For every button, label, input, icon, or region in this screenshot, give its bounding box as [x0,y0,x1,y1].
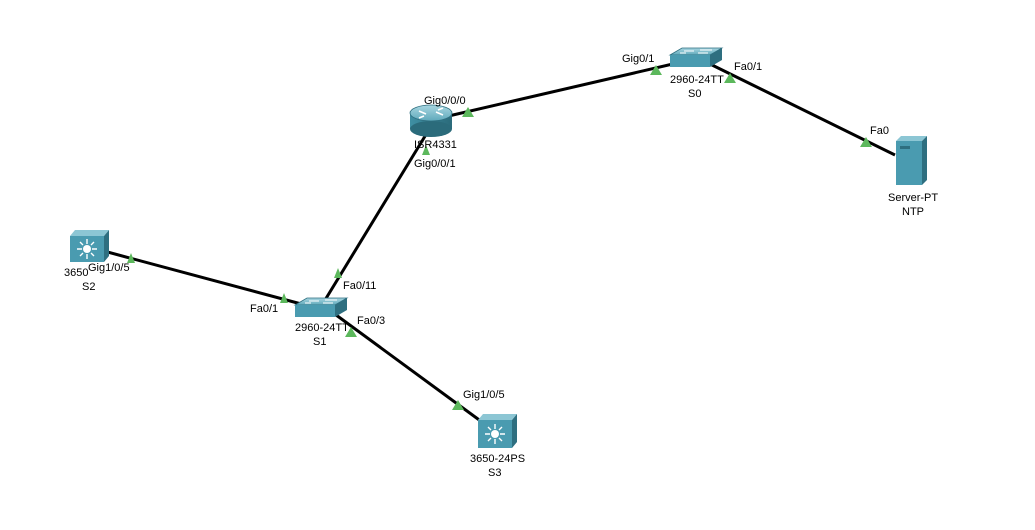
port-label-s2-gig105: Gig1/0/5 [88,262,130,274]
server-icon [896,136,927,185]
port-up-icon [452,400,464,410]
switch-s0-name-label: S0 [688,88,701,100]
s2-name-label: S2 [82,281,95,293]
port-label-s0-gig01: Gig0/1 [622,53,654,65]
port-up-icon [462,107,474,117]
switch-s1-name-label: S1 [313,336,326,348]
s3-model-label: 3650-24PS [470,453,525,465]
link-s0-server[interactable] [709,62,896,157]
port-up-icon [650,65,662,75]
port-label-s3-gig105: Gig1/0/5 [463,389,505,401]
link-router-s1[interactable] [320,127,432,306]
server-model-label: Server-PT [888,192,938,204]
port-label-server-fa0: Fa0 [870,125,889,137]
link-s2-s1[interactable] [99,248,306,307]
port-up-icon [127,253,135,263]
switch-s0-model-label: 2960-24TT [670,74,724,86]
multilayer-switch-icon [478,414,517,448]
port-labels: Gig0/0/0 Gig0/1 Fa0/1 Fa0 Gig0/0/1 Fa0/1… [88,53,889,401]
multilayer-switch-s3[interactable]: 3650-24PS S3 [470,414,525,479]
port-up-icon [334,268,342,278]
multilayer-switch-s2[interactable]: 3650 S2 [64,230,109,293]
port-up-icon [860,137,872,147]
port-label-s1-fa011: Fa0/11 [343,280,376,292]
port-up-icon [422,145,430,155]
router-model-label: ISR4331 [414,139,457,151]
switch-s0[interactable]: 2960-24TT S0 [668,47,724,100]
port-up-icon [345,327,357,337]
switch-icon [668,47,724,67]
s3-name-label: S3 [488,467,501,479]
port-label-s1-fa01: Fa0/1 [250,303,278,315]
s2-model-label: 3650 [64,267,88,279]
port-label-s0-fa01: Fa0/1 [734,61,762,73]
router-icon [409,104,453,137]
port-label-router-gig001: Gig0/0/1 [414,158,456,170]
switch-s1-model-label: 2960-24TT [295,322,349,334]
link-router-s0[interactable] [439,58,691,120]
port-up-icon [724,73,736,83]
router-isr4331[interactable]: ISR4331 [409,104,457,151]
multilayer-switch-icon [70,230,109,262]
server-ntp[interactable]: Server-PT NTP [888,136,938,218]
port-label-s1-fa03: Fa0/3 [357,315,385,327]
port-indicators [127,65,872,410]
switch-icon [293,297,349,317]
port-up-icon [280,293,288,303]
port-label-router-gig000: Gig0/0/0 [424,95,466,107]
server-name-label: NTP [902,206,924,218]
switch-s1[interactable]: 2960-24TT S1 [293,297,349,348]
links-layer [99,58,896,424]
